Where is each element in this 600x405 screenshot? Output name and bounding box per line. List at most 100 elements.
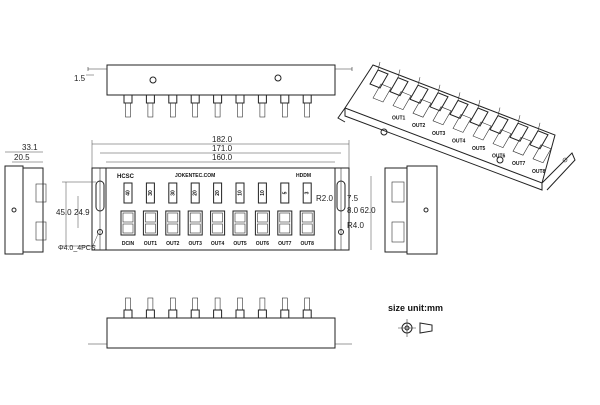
fuse-rating: 40 [126,190,132,196]
brand-url: JOKENTEC.COM [175,173,215,179]
fuse-rating: 3 [305,191,311,194]
rside-connector [391,221,405,243]
dim-slot-r-bottom: R4.0 [347,221,364,230]
dim-body-length: 160.0 [212,153,233,162]
right-side-view [384,165,438,255]
iso-port-label: OUT8 [532,169,546,175]
unit-text: size unit:mm [388,303,443,313]
left-side-view: 33.1 20.5 [4,143,47,255]
side-connector [35,221,47,241]
fuse-rating: 5 [282,191,288,194]
bottom-view-body [106,317,336,349]
bottom-pin [280,297,290,319]
port-label: OUT4 [211,241,225,247]
side-screw [11,207,17,213]
fuse-rating: 20 [193,190,199,196]
iso-screw [496,156,504,164]
front-view: 182.0 171.0 160.0 HCSC JOKENTEC.COM HDDM… [56,135,376,252]
bottom-pin [302,297,312,319]
bottom-pin [213,297,223,319]
anderson-connector [254,210,270,236]
fuse [145,182,155,204]
iso-tab [541,152,576,191]
iso-port: OUT4 [449,92,472,144]
top-view: 1.5 [74,64,353,118]
dim-right-height: 62.0 [360,206,376,215]
iso-port: OUT7 [509,115,532,167]
fuse [302,182,312,204]
fuse [123,182,133,204]
anderson-connector [120,210,136,236]
mount-slot-right [336,180,346,212]
anderson-connector [187,210,203,236]
projection-cone [419,322,433,334]
iso-port-label: OUT2 [412,123,426,129]
iso-port [369,61,392,103]
iso-port-label: OUT4 [452,138,466,144]
top-pin [145,94,155,118]
port-label: OUT1 [144,241,158,247]
top-view-body [106,64,336,96]
top-screw [274,74,282,82]
fuse [257,182,267,204]
anderson-connector [277,210,293,236]
bottom-pin [190,297,200,319]
top-pin [302,94,312,118]
unit-legend: size unit:mm [388,303,443,337]
bottom-pin [257,297,267,319]
dim-mount-length: 171.0 [212,144,233,153]
bottom-pin [235,297,245,319]
side-connector [35,183,47,203]
anderson-connector [299,210,315,236]
iso-port: OUT6 [489,107,512,160]
top-pin [123,94,133,118]
port-label: OUT7 [278,241,292,247]
iso-port: OUT5 [469,99,492,152]
side-plate [4,165,24,255]
fuse [168,182,178,204]
iso-port-label: OUT3 [432,131,446,137]
dim-hole-note: Φ4.0_4PCS [58,245,96,252]
mounting-plate [91,167,350,251]
anderson-connector [142,210,158,236]
fuse-rating: 20 [215,190,221,196]
bottom-view [88,297,352,349]
mount-slot-left [95,180,105,212]
fuse-rating: 10 [238,190,244,196]
top-pin [280,94,290,118]
rside-connector [391,181,405,203]
rside-plate [406,165,438,255]
iso-port: OUT2 [409,77,432,129]
anderson-connector [210,210,226,236]
mount-hole [338,229,344,235]
front-body [105,167,336,251]
dim-overall-length: 182.0 [212,135,233,144]
dim-slot-r-top: R2.0 [316,194,333,203]
bottom-pin [168,297,178,319]
dim-top-thickness: 1.5 [74,74,86,83]
port-label: DCIN [122,241,135,247]
fuse [213,182,223,204]
top-pin [235,94,245,118]
mount-hole [97,229,103,235]
fuse-rating: 30 [170,190,176,196]
dim-slot-w: 7.5 [347,194,359,203]
top-pin [168,94,178,118]
dim-side-inner: 20.5 [14,153,30,162]
fuse-rating: 10 [260,190,266,196]
dim-height-outer: 45.0 [56,208,72,217]
port-label: OUT8 [301,241,315,247]
iso-port-label: OUT1 [392,116,406,122]
anderson-connector [165,210,181,236]
iso-outline [344,64,556,184]
iso-port-label: OUT6 [492,154,506,160]
port-label: OUT3 [189,241,203,247]
fuse-rating: 30 [148,190,154,196]
fuse [190,182,200,204]
